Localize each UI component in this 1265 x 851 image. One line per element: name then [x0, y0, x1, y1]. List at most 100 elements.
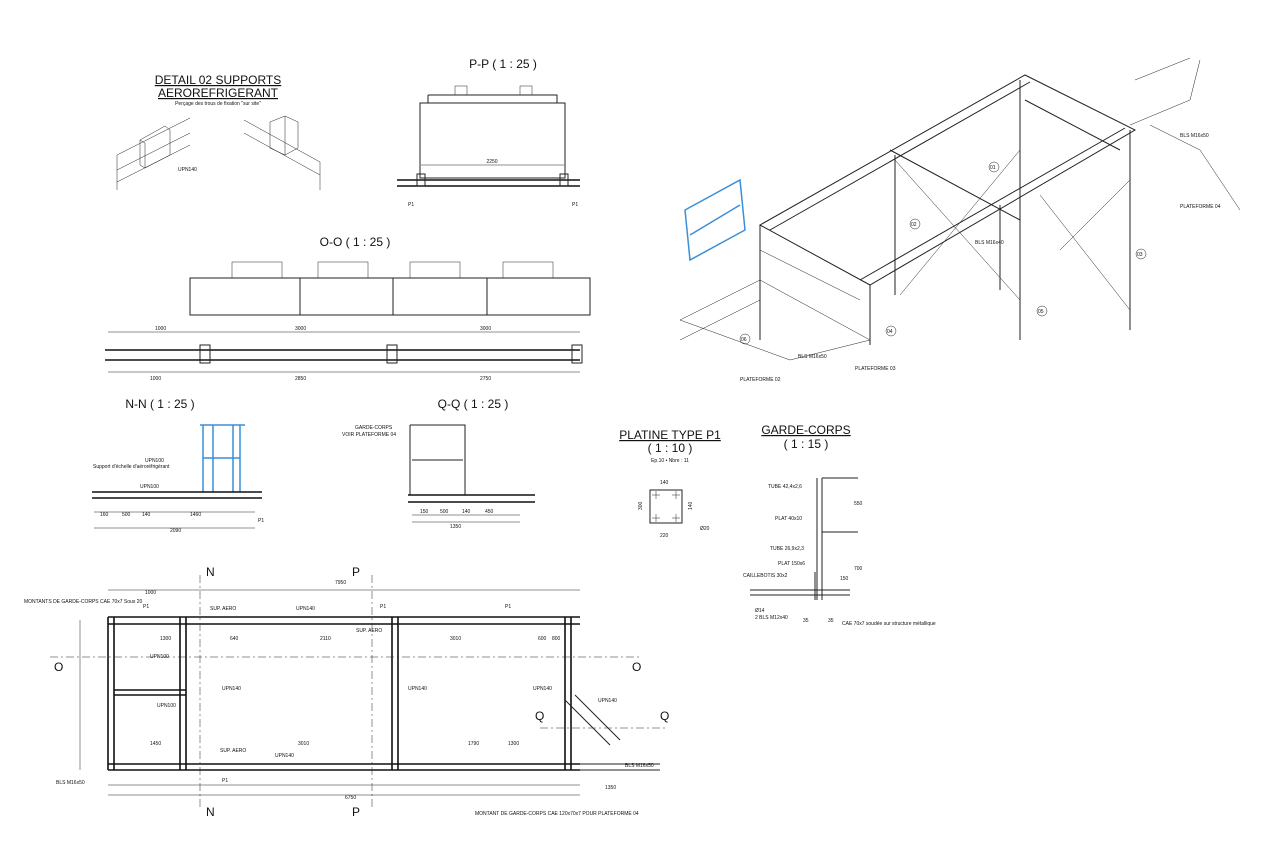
plan-label: UPN100 [157, 703, 176, 709]
plan-label: UPN140 [275, 753, 294, 759]
plan-label: SUP. AERO [356, 628, 382, 634]
garde-label-1: TUBE 42,4x2,6 [768, 484, 802, 490]
section-marker-p-top: P [352, 565, 360, 579]
oo-dim-bot-1: 1000 [150, 376, 161, 382]
plan-dims-bottom: 1450 3010 1790 1300 1350 [150, 741, 616, 791]
platine-dim-4: 220 [660, 533, 669, 539]
garde-dim-3: 150 [840, 576, 849, 582]
platine-dim-2: 300 [638, 501, 644, 510]
section-marker-n-bottom: N [206, 805, 215, 819]
plan-label: UPN140 [408, 686, 427, 692]
platine-title: PLATINE TYPE P1 [619, 428, 721, 442]
plan-label: P1 [505, 604, 511, 610]
section-markers: N N P P O O Q Q [54, 565, 669, 819]
platine-type-p1: PLATINE TYPE P1 ( 1 : 10 ) Ep.10 • Nbre … [619, 428, 721, 539]
pp-title: P-P ( 1 : 25 ) [469, 57, 537, 71]
platine-spec: Ep.10 • Nbre : 11 [651, 458, 689, 464]
plan-dim: 800 [552, 636, 561, 642]
nn-label-3: UPN100 [140, 484, 159, 490]
iso-label: BLS M16x50 [798, 354, 827, 360]
iso-label: PLATEFORME 02 [740, 377, 781, 383]
nn-label-1: UPN100 [145, 458, 164, 464]
pp-p1-left: P1 [408, 202, 414, 208]
platine-dim-3: 140 [688, 501, 694, 510]
plan-label: P1 [222, 778, 228, 784]
plan-view: N N P P O O Q Q 7950 6750 1000 1300 640 … [24, 565, 669, 819]
plan-label: UPN140 [598, 698, 617, 704]
platine-scale: ( 1 : 10 ) [648, 441, 693, 455]
section-marker-n-top: N [206, 565, 215, 579]
detail-label: UPN140 [178, 167, 197, 173]
section-p-p: P-P ( 1 : 25 ) 2250 P1 P1 [397, 57, 580, 208]
garde-label-5: CAILLEBOTIS 30x2 [743, 573, 788, 579]
qq-label-2: VOIR PLATEFORME 04 [342, 432, 396, 438]
qq-dim-2: 500 [440, 509, 449, 515]
section-n-n: N-N ( 1 : 25 ) UPN100 Support d'échelle … [92, 397, 264, 534]
qq-label-1: GARDE-CORPS [355, 425, 393, 431]
isometric-view: BLS M16x50 PLATEFORME 04 BLS M16x40 BLS … [679, 57, 1241, 383]
detail-title-1: DETAIL 02 SUPPORTS [155, 73, 282, 87]
iso-label: PLATEFORME 03 [855, 366, 896, 372]
garde-title: GARDE-CORPS [761, 423, 850, 437]
qq-dim-5: 1350 [450, 524, 461, 530]
plan-label: UPN100 [150, 654, 169, 660]
garde-dim-5: 35 [828, 618, 834, 624]
plan-label: UPN140 [296, 606, 315, 612]
plan-dim: 1000 [145, 590, 156, 596]
iso-marker: 03 [1137, 252, 1143, 258]
plan-label: UPN140 [222, 686, 241, 692]
qq-dim-1: 150 [420, 509, 429, 515]
plan-label: P1 [143, 604, 149, 610]
plan-label: SUP. AERO [220, 748, 246, 754]
qq-title: Q-Q ( 1 : 25 ) [438, 397, 509, 411]
detail-title-2: AEROREFRIGERANT [158, 86, 279, 100]
plan-dim: 1350 [605, 785, 616, 791]
oo-dim-bot-3: 2750 [480, 376, 491, 382]
nn-label-2: Support d'échelle d'aéroréfrigérant [93, 464, 170, 470]
plan-label: MONTANT DE GARDE-CORPS CAE 120x70x7 POUR… [475, 811, 639, 817]
nn-dim-3: 140 [142, 512, 151, 518]
iso-marker: 01 [990, 165, 996, 171]
garde-label-8: CAE 70x7 soudée sur structure métallique [842, 621, 936, 627]
garde-label-4: PLAT 150x6 [778, 561, 805, 567]
plan-dim: 1450 [150, 741, 161, 747]
iso-label: PLATEFORME 04 [1180, 204, 1221, 210]
platine-dim-1: 140 [660, 480, 669, 486]
iso-marker: 04 [887, 329, 893, 335]
iso-label: BLS M16x40 [975, 240, 1004, 246]
garde-label-6: Ø14 [755, 608, 765, 614]
section-marker-o-left: O [54, 660, 63, 674]
plan-dim: 1300 [160, 636, 171, 642]
plan-dim: 1790 [468, 741, 479, 747]
section-o-o: O-O ( 1 : 25 ) 1000 3000 3000 1000 2850 … [105, 235, 591, 382]
nn-dim-2: 500 [122, 512, 131, 518]
iso-marker: 06 [741, 337, 747, 343]
garde-dim-1: 550 [854, 501, 863, 507]
plan-dim: 3010 [450, 636, 461, 642]
garde-dim-4: 35 [803, 618, 809, 624]
pp-p1-right: P1 [572, 202, 578, 208]
section-marker-q-left: Q [535, 709, 544, 723]
section-marker-q-right: Q [660, 709, 669, 723]
garde-dim-2: 700 [854, 566, 863, 572]
iso-marker: 05 [1038, 309, 1044, 315]
plan-labels: MONTANTS DE GARDE-CORPS CAE 70x7 Sous 20… [24, 599, 654, 817]
plan-dim: 640 [230, 636, 239, 642]
oo-title: O-O ( 1 : 25 ) [320, 235, 391, 249]
section-marker-o-right: O [632, 660, 641, 674]
qq-dim-3: 140 [462, 509, 471, 515]
plan-dim: 2110 [320, 636, 331, 642]
oo-dim-top-3: 3000 [480, 326, 491, 332]
plan-label: P1 [380, 604, 386, 610]
oo-dim-top-2: 3000 [295, 326, 306, 332]
pp-dim: 2250 [486, 159, 497, 165]
plan-label: UPN140 [533, 686, 552, 692]
iso-label: BLS M16x50 [1180, 133, 1209, 139]
plan-label: BLS M16x50 [625, 763, 654, 769]
garde-label-7: 2 BLS M12x40 [755, 615, 788, 621]
garde-label-2: PLAT 40x10 [775, 516, 802, 522]
nn-dim-4: 1460 [190, 512, 201, 518]
nn-dim-5: 2090 [170, 528, 181, 534]
section-q-q: Q-Q ( 1 : 25 ) GARDE-CORPS VOIR PLATEFOR… [342, 397, 535, 530]
